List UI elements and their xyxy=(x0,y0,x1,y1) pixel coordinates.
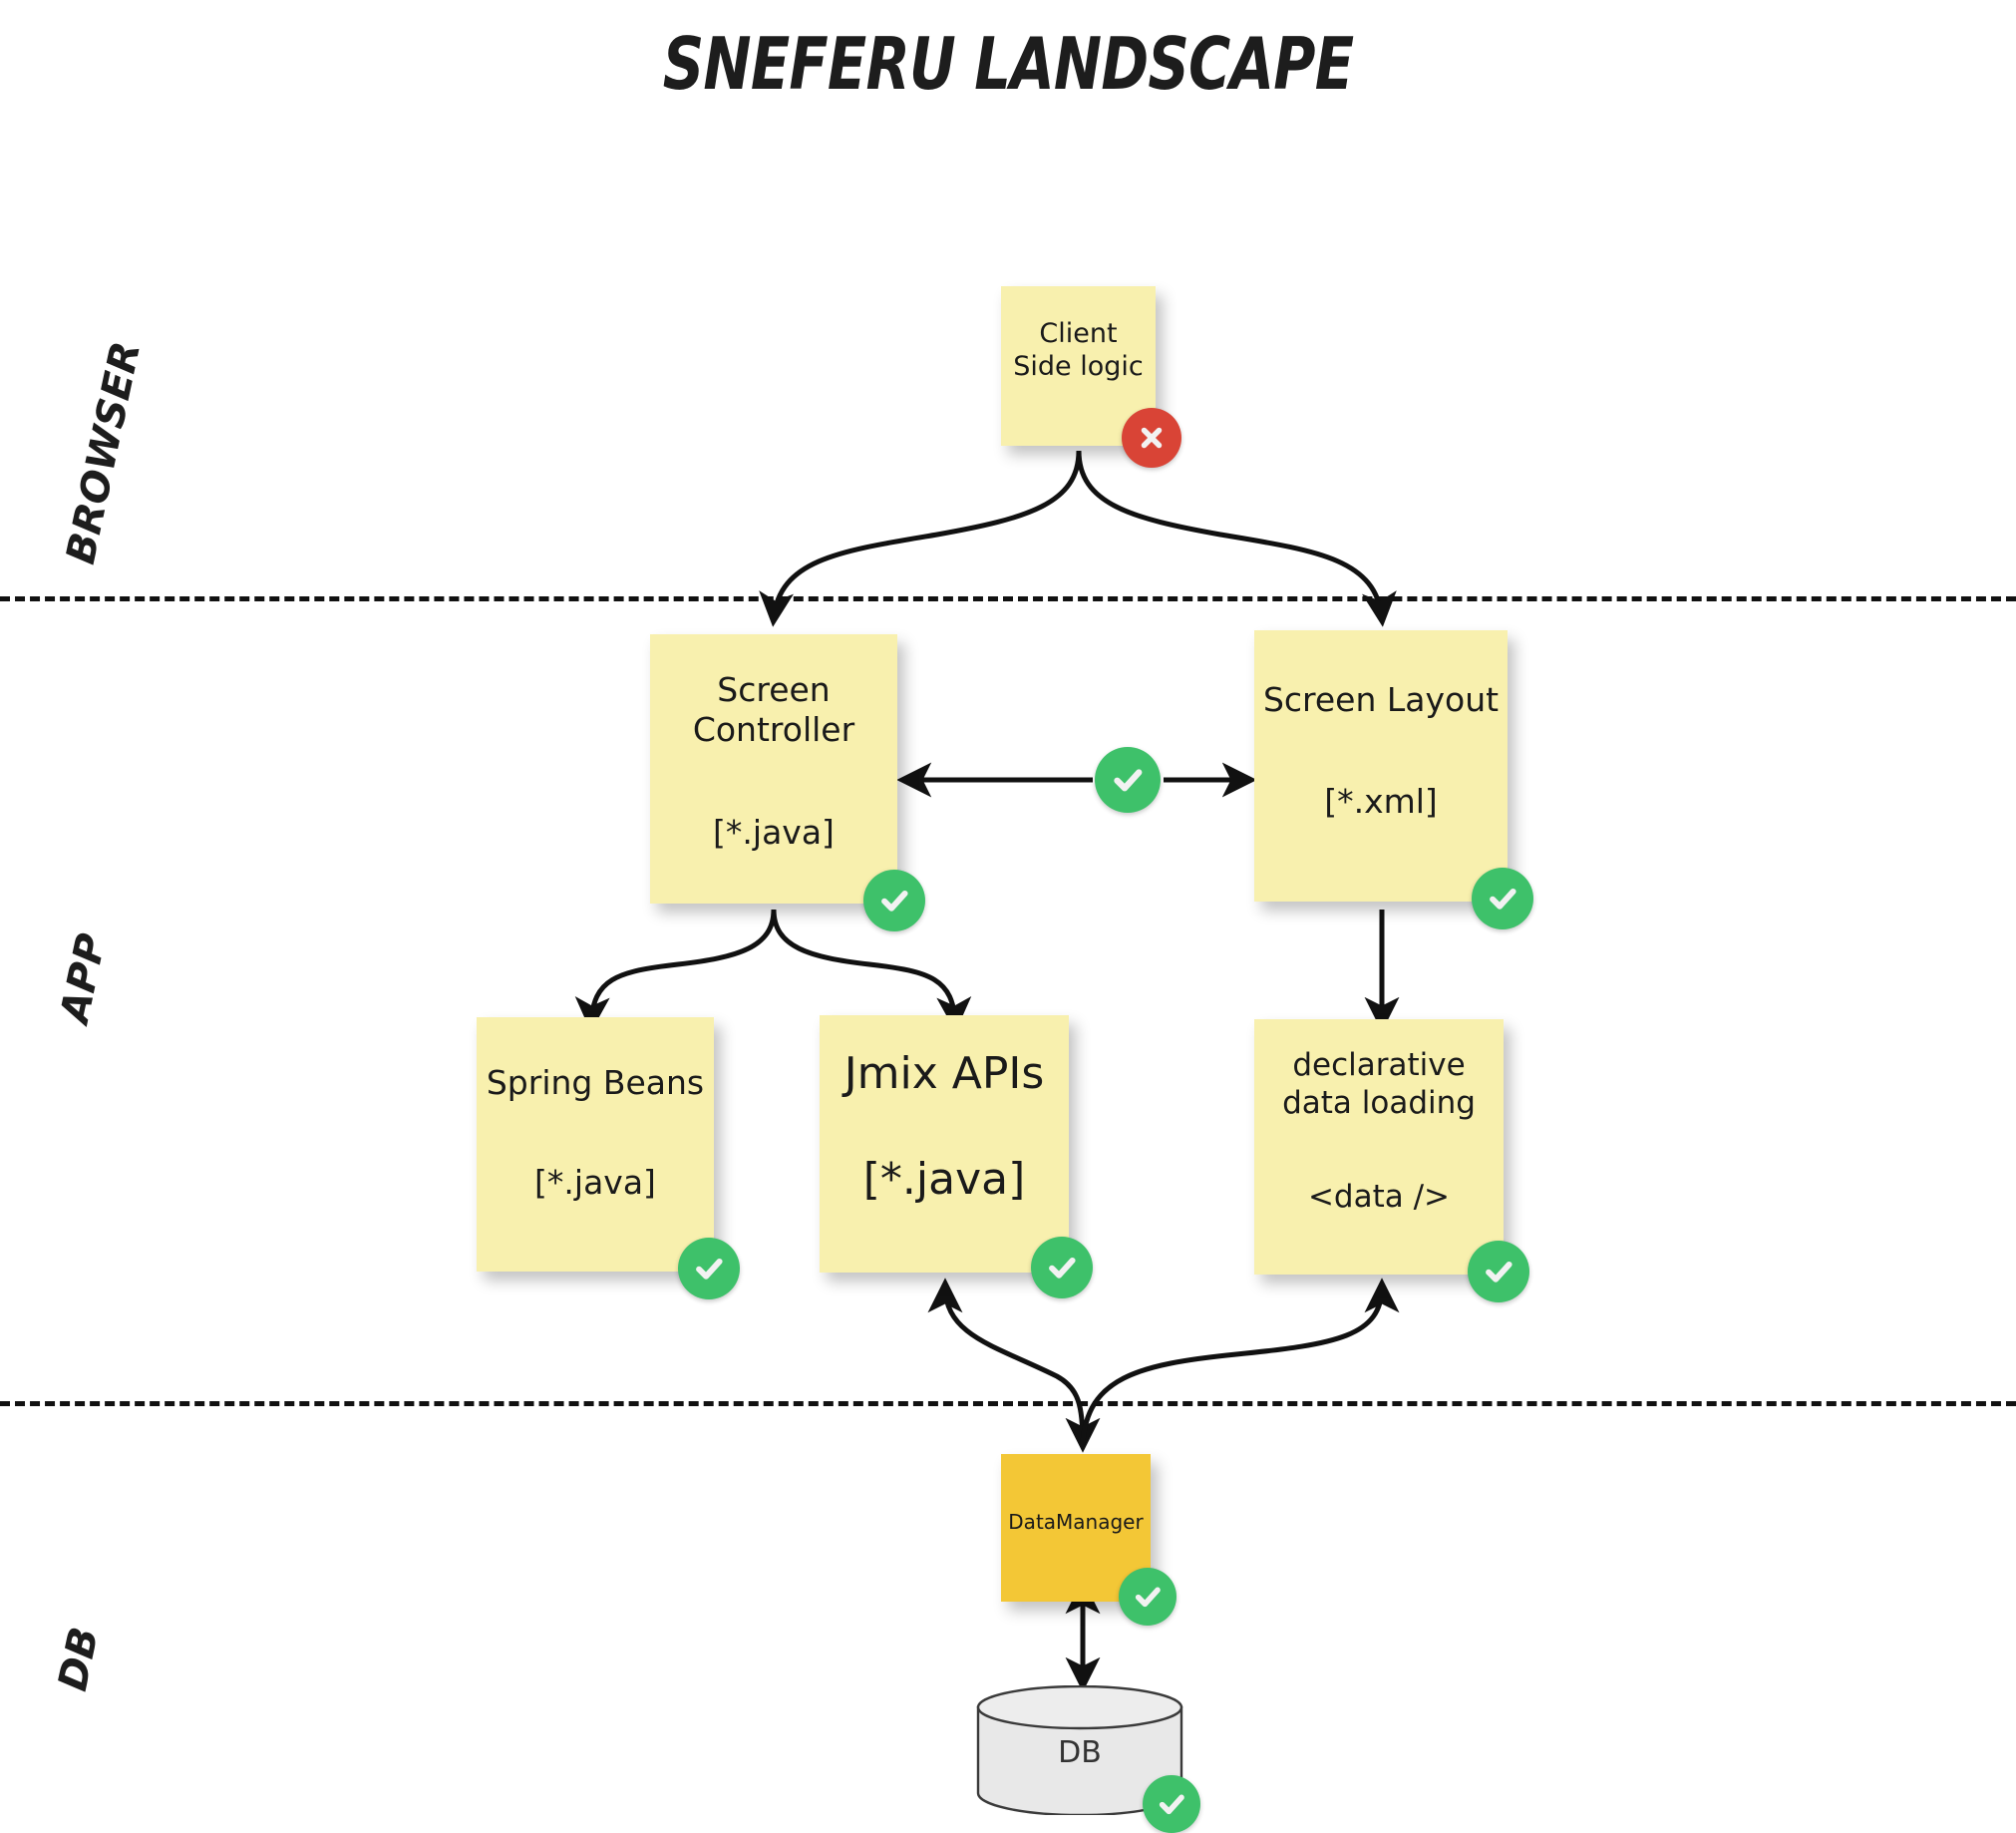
note-line: Screen Layout xyxy=(1262,680,1500,719)
note-line: Controller xyxy=(692,710,855,750)
green-check-badge-icon xyxy=(1119,1568,1176,1626)
connector-client-to-screen-layout xyxy=(1076,450,1397,627)
green-check-badge-icon xyxy=(1031,1237,1093,1298)
green-check-badge-icon xyxy=(1143,1775,1200,1833)
note-line: Client xyxy=(1039,318,1118,349)
connector-controller-to-jmix-apis xyxy=(771,909,972,1032)
note-detail: [*.java] xyxy=(534,1163,656,1203)
note-line: DataManager xyxy=(1008,1510,1144,1534)
note-detail: [*.java] xyxy=(862,1153,1026,1205)
connector-controller-to-spring-beans xyxy=(574,909,777,1032)
lane-label-browser: BROWSER xyxy=(58,337,151,568)
note-spring-beans[interactable]: Spring Beans [*.java] xyxy=(477,1017,740,1299)
note-line: Screen xyxy=(717,670,831,709)
note-jmix-apis[interactable]: Jmix APIs [*.java] xyxy=(820,1015,1093,1298)
page-title: SNEFERU LANDSCAPE xyxy=(662,22,1354,106)
db-cylinder-label: DB xyxy=(1058,1735,1102,1770)
lane-label-db: DB xyxy=(50,1623,109,1695)
green-check-badge-icon xyxy=(1472,868,1533,929)
connector-jmix-apis-to-datamanager xyxy=(927,1278,1101,1453)
note-client-side-logic[interactable]: Client Side logic xyxy=(1001,286,1181,468)
note-line: data loading xyxy=(1282,1084,1476,1121)
note-detail: [*.java] xyxy=(713,812,835,852)
green-check-badge-icon xyxy=(678,1238,740,1299)
connector-data-loading-to-datamanager xyxy=(1080,1278,1400,1445)
green-check-badge-icon xyxy=(863,870,925,931)
green-check-badge-icon xyxy=(1468,1241,1529,1302)
note-datamanager[interactable]: DataManager xyxy=(1001,1454,1176,1626)
db-cylinder[interactable]: DB xyxy=(975,1684,1200,1833)
lane-label-app: APP xyxy=(52,929,116,1027)
red-cross-badge-icon xyxy=(1122,408,1181,468)
note-screen-controller[interactable]: Screen Controller [*.java] xyxy=(650,634,925,931)
connector-client-to-screen-controller xyxy=(759,450,1082,627)
note-line: declarative xyxy=(1292,1047,1466,1083)
green-check-badge-icon xyxy=(1095,747,1161,813)
lane-divider-app-db xyxy=(0,1401,2016,1406)
note-screen-layout[interactable]: Screen Layout [*.xml] xyxy=(1254,630,1533,929)
note-line: Jmix APIs xyxy=(843,1048,1045,1099)
note-line: Side logic xyxy=(1013,350,1144,382)
lane-divider-browser-app xyxy=(0,596,2016,601)
note-detail: [*.xml] xyxy=(1324,782,1438,822)
note-declarative-data-loading[interactable]: declarative data loading <data /> xyxy=(1254,1019,1529,1302)
note-line: Spring Beans xyxy=(486,1063,705,1102)
note-detail: <data /> xyxy=(1307,1178,1451,1215)
